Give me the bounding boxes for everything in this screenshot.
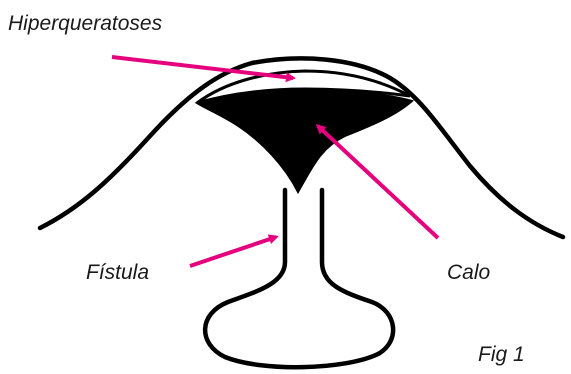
callus-mass: [197, 90, 412, 192]
fistula-arrow: [190, 237, 276, 266]
fistula-label: Fístula: [86, 262, 149, 283]
callus-label: Calo: [447, 262, 490, 283]
callus-arrow: [318, 126, 438, 238]
fistula-tract: [205, 190, 393, 367]
figure-caption: Fig 1: [478, 344, 525, 365]
hyperkeratosis-label: Hiperqueratoses: [8, 13, 162, 34]
